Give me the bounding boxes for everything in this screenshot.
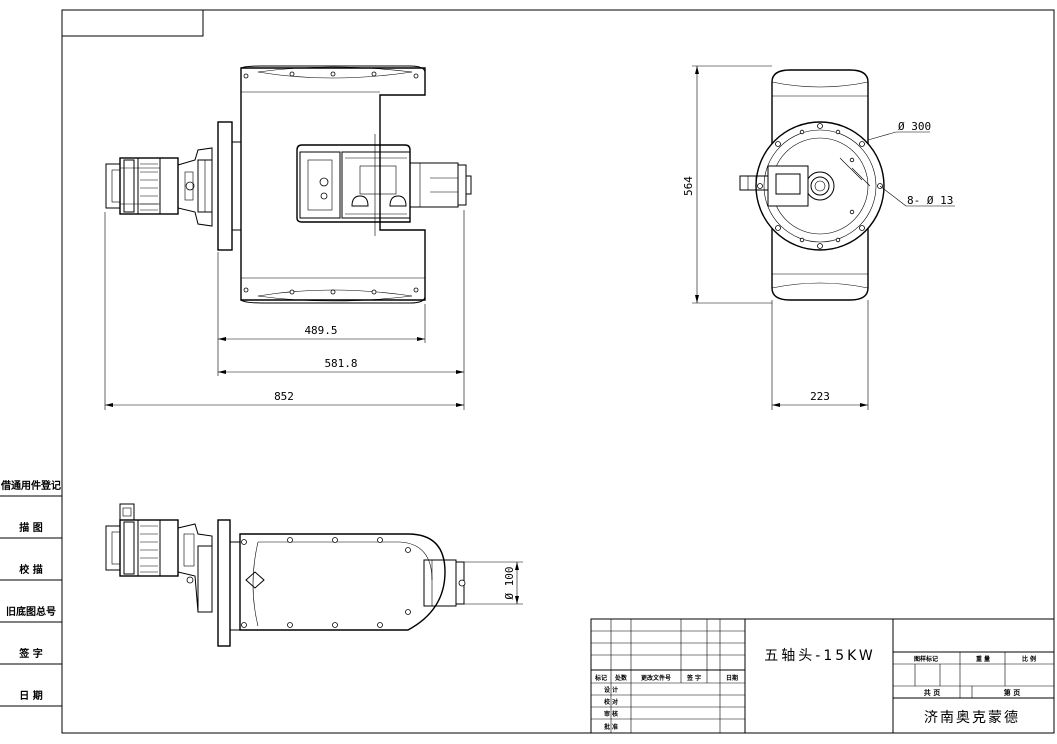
dim-dia-300: Ø 300: [898, 120, 931, 133]
header-weight: 重 量: [976, 655, 990, 663]
side-label-old-base-no: 旧底图总号: [6, 605, 56, 618]
rev-header-date: 日期: [726, 674, 738, 682]
dim-581-8: 581.8: [324, 357, 357, 370]
dim-8-dia-13: 8- Ø 13: [907, 194, 953, 207]
side-view-dimensions: 564 223 Ø 300 8- Ø 13: [682, 65, 955, 410]
sheet-frame: [61, 9, 1055, 734]
side-register-strip: 借通用件登记 描 图 校 描 旧底图总号 签 字 日 期: [0, 479, 62, 707]
rev-header-count: 处数: [614, 674, 628, 682]
side-label-signature: 签 字: [18, 647, 42, 660]
front-view: [105, 65, 472, 304]
title-block: 标记 处数 更改文件号 签 字 日期 设 计 校 对 审 核 批 准 五轴头-1…: [590, 618, 1055, 734]
bolt-circle-holes: [757, 123, 883, 249]
motor-fins: [140, 163, 158, 211]
sign-row-check: 校 对: [604, 698, 618, 706]
sign-row-design: 设 计: [604, 686, 618, 694]
header-scale: 比 例: [1022, 655, 1036, 663]
sheet-number-label: 第 页: [1004, 688, 1020, 697]
header-drawing-mark: 图样标记: [914, 655, 938, 663]
side-label-trace: 描 图: [19, 521, 42, 534]
top-view: [105, 503, 466, 647]
side-label-register: 借通用件登记: [0, 479, 61, 492]
sheet-total-label: 共 页: [924, 688, 940, 697]
arm-holes: [241, 537, 411, 628]
side-label-check-trace: 校 描: [19, 563, 42, 576]
rev-header-sign: 签 字: [686, 674, 701, 682]
drawing-name: 五轴头-15KW: [764, 648, 875, 664]
sign-row-review: 审 核: [604, 710, 618, 718]
top-motor-fins: [140, 525, 158, 573]
rev-header-mark: 标记: [594, 674, 607, 682]
sign-row-approve: 批 准: [604, 723, 618, 731]
top-view-dimensions: Ø 100: [464, 561, 523, 605]
front-view-dimensions: 489.5 581.8 852: [104, 210, 465, 410]
side-label-date: 日 期: [19, 689, 42, 702]
dim-852: 852: [274, 390, 294, 403]
dim-564: 564: [682, 176, 695, 196]
company-name: 济南奥克蒙德: [924, 709, 1020, 726]
rev-header-doc: 更改文件号: [641, 674, 671, 682]
dim-489-5: 489.5: [304, 324, 337, 337]
dim-223: 223: [810, 390, 830, 403]
side-view: [739, 69, 885, 301]
dim-dia-100: Ø 100: [503, 566, 516, 599]
